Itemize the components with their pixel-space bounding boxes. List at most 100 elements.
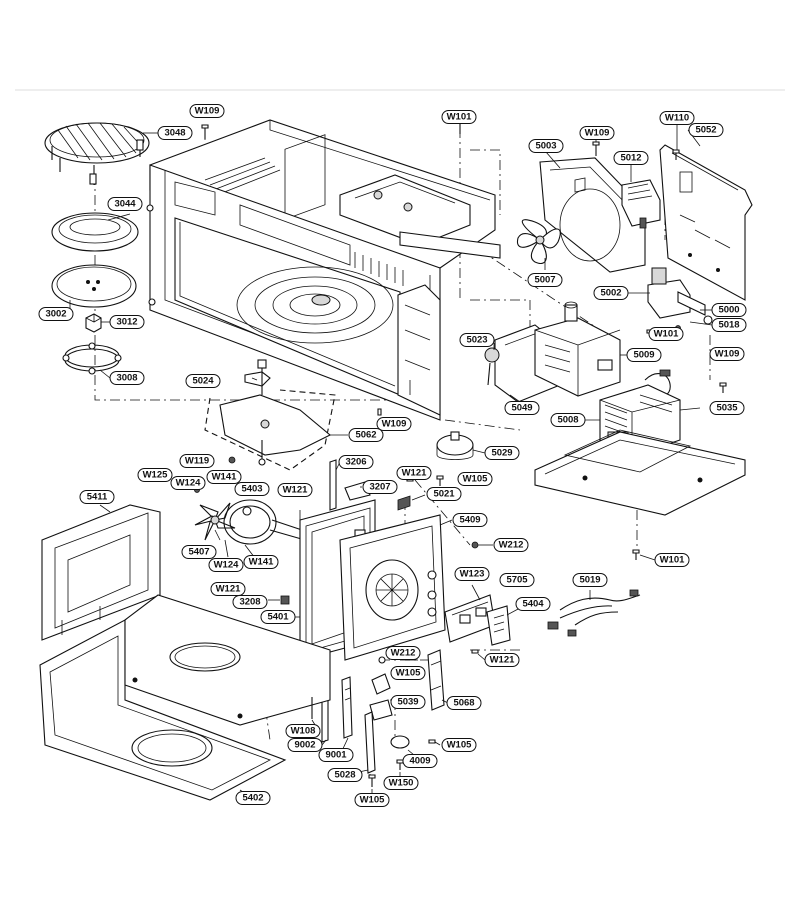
label-w105c: W105 (441, 738, 477, 752)
fan-blade-5007 (516, 188, 621, 264)
label-w108: W108 (285, 724, 321, 738)
oven-cavity (146, 119, 501, 421)
label-text: W101 (660, 555, 686, 566)
label-text: 5401 (267, 612, 289, 623)
label-text: W141 (249, 557, 275, 568)
label-text: W212 (391, 648, 416, 659)
base-plate-5035 (534, 429, 746, 516)
label-text: 3044 (114, 199, 136, 210)
label-5021: 5021 (426, 487, 462, 501)
label-w121c: W121 (210, 582, 246, 596)
label-text: 5024 (192, 376, 214, 387)
label-5401: 5401 (260, 610, 296, 624)
label-5019: 5019 (572, 573, 608, 587)
label-w212b: W212 (385, 646, 421, 660)
fan-duct-5003 (539, 157, 646, 273)
label-5012: 5012 (613, 151, 649, 165)
label-text: 3048 (164, 128, 185, 139)
label-text: 5052 (695, 125, 716, 136)
label-w101b: W101 (648, 327, 684, 341)
label-text: 5039 (397, 697, 418, 708)
label-3206: 3206 (338, 455, 374, 469)
label-5411: 5411 (79, 490, 115, 504)
cover-5062 (204, 389, 336, 471)
label-text: 5028 (334, 770, 355, 781)
switch-5404 (486, 605, 511, 646)
label-text: 5023 (466, 335, 487, 346)
stirrer-5024 (244, 359, 271, 395)
label-5409: 5409 (452, 513, 488, 527)
label-text: W105 (463, 474, 489, 485)
label-text: W121 (402, 468, 428, 479)
label-text: 5407 (188, 547, 209, 558)
base-5402 (39, 619, 287, 801)
label-text: 3012 (116, 317, 137, 328)
label-text: W101 (447, 112, 473, 123)
harness-5019 (547, 589, 641, 637)
label-5024: 5024 (185, 374, 221, 388)
label-text: W124 (176, 478, 202, 489)
label-5007: 5007 (527, 273, 563, 287)
label-5003: 5003 (528, 139, 564, 153)
label-w124a: W124 (170, 476, 206, 490)
label-5068: 5068 (446, 696, 482, 710)
rear-panel-5052 (659, 144, 753, 301)
label-text: W125 (143, 470, 169, 481)
turntable-3002 (51, 264, 137, 308)
label-text: W121 (490, 655, 516, 666)
label-w109d: W109 (376, 417, 412, 431)
label-w141b: W141 (243, 555, 279, 569)
label-text: 5008 (557, 415, 578, 426)
label-w121b: W121 (277, 483, 313, 497)
label-5407: 5407 (181, 545, 217, 559)
label-text: W110 (665, 113, 689, 124)
label-w109a: W109 (189, 104, 225, 118)
label-w109c: W109 (709, 347, 745, 361)
label-text: 5403 (241, 484, 262, 495)
label-w125: W125 (137, 468, 173, 482)
label-text: 5049 (511, 403, 532, 414)
label-text: W141 (212, 472, 238, 483)
label-w119: W119 (179, 454, 215, 468)
label-text: W105 (447, 740, 473, 751)
label-5018: 5018 (711, 318, 747, 332)
label-w101c: W101 (654, 553, 690, 567)
label-text: 5009 (633, 350, 654, 361)
label-5062: 5062 (348, 428, 384, 442)
label-9002: 9002 (287, 738, 323, 752)
label-text: W105 (396, 668, 422, 679)
leader-lines (69, 118, 713, 800)
label-5403: 5403 (234, 482, 270, 496)
label-5008: 5008 (550, 413, 586, 427)
label-text: 5035 (716, 403, 738, 414)
label-text: 5404 (522, 599, 544, 610)
bottom-tray (124, 594, 331, 726)
grill-rack-3048 (44, 122, 150, 185)
label-5023: 5023 (459, 333, 495, 347)
label-w121a: W121 (396, 466, 432, 480)
label-5035: 5035 (709, 401, 745, 415)
label-3044: 3044 (107, 197, 143, 211)
label-w105b: W105 (390, 666, 426, 680)
label-text: 9002 (294, 740, 315, 751)
label-text: 5012 (620, 153, 641, 164)
label-text: 5062 (355, 430, 376, 441)
label-text: 3008 (116, 373, 137, 384)
label-text: 5000 (718, 305, 739, 316)
label-text: 5003 (535, 141, 556, 152)
label-text: W150 (389, 778, 414, 789)
label-3208: 3208 (232, 595, 268, 609)
label-text: 3208 (239, 597, 260, 608)
label-w141a: W141 (206, 470, 242, 484)
label-5052: 5052 (688, 123, 724, 137)
label-text: W212 (499, 540, 524, 551)
coupler-3012 (85, 313, 102, 333)
part-labels: W109 3048 3044 3002 3012 3008 W101 5003 … (38, 104, 747, 807)
thermostat-5002 (647, 267, 691, 319)
label-w121d: W121 (484, 653, 520, 667)
label-text: 5019 (579, 575, 600, 586)
label-w109b: W109 (579, 126, 615, 140)
label-text: 5029 (491, 448, 512, 459)
label-text: 5007 (534, 275, 555, 286)
door-frame-5409 (339, 514, 446, 661)
